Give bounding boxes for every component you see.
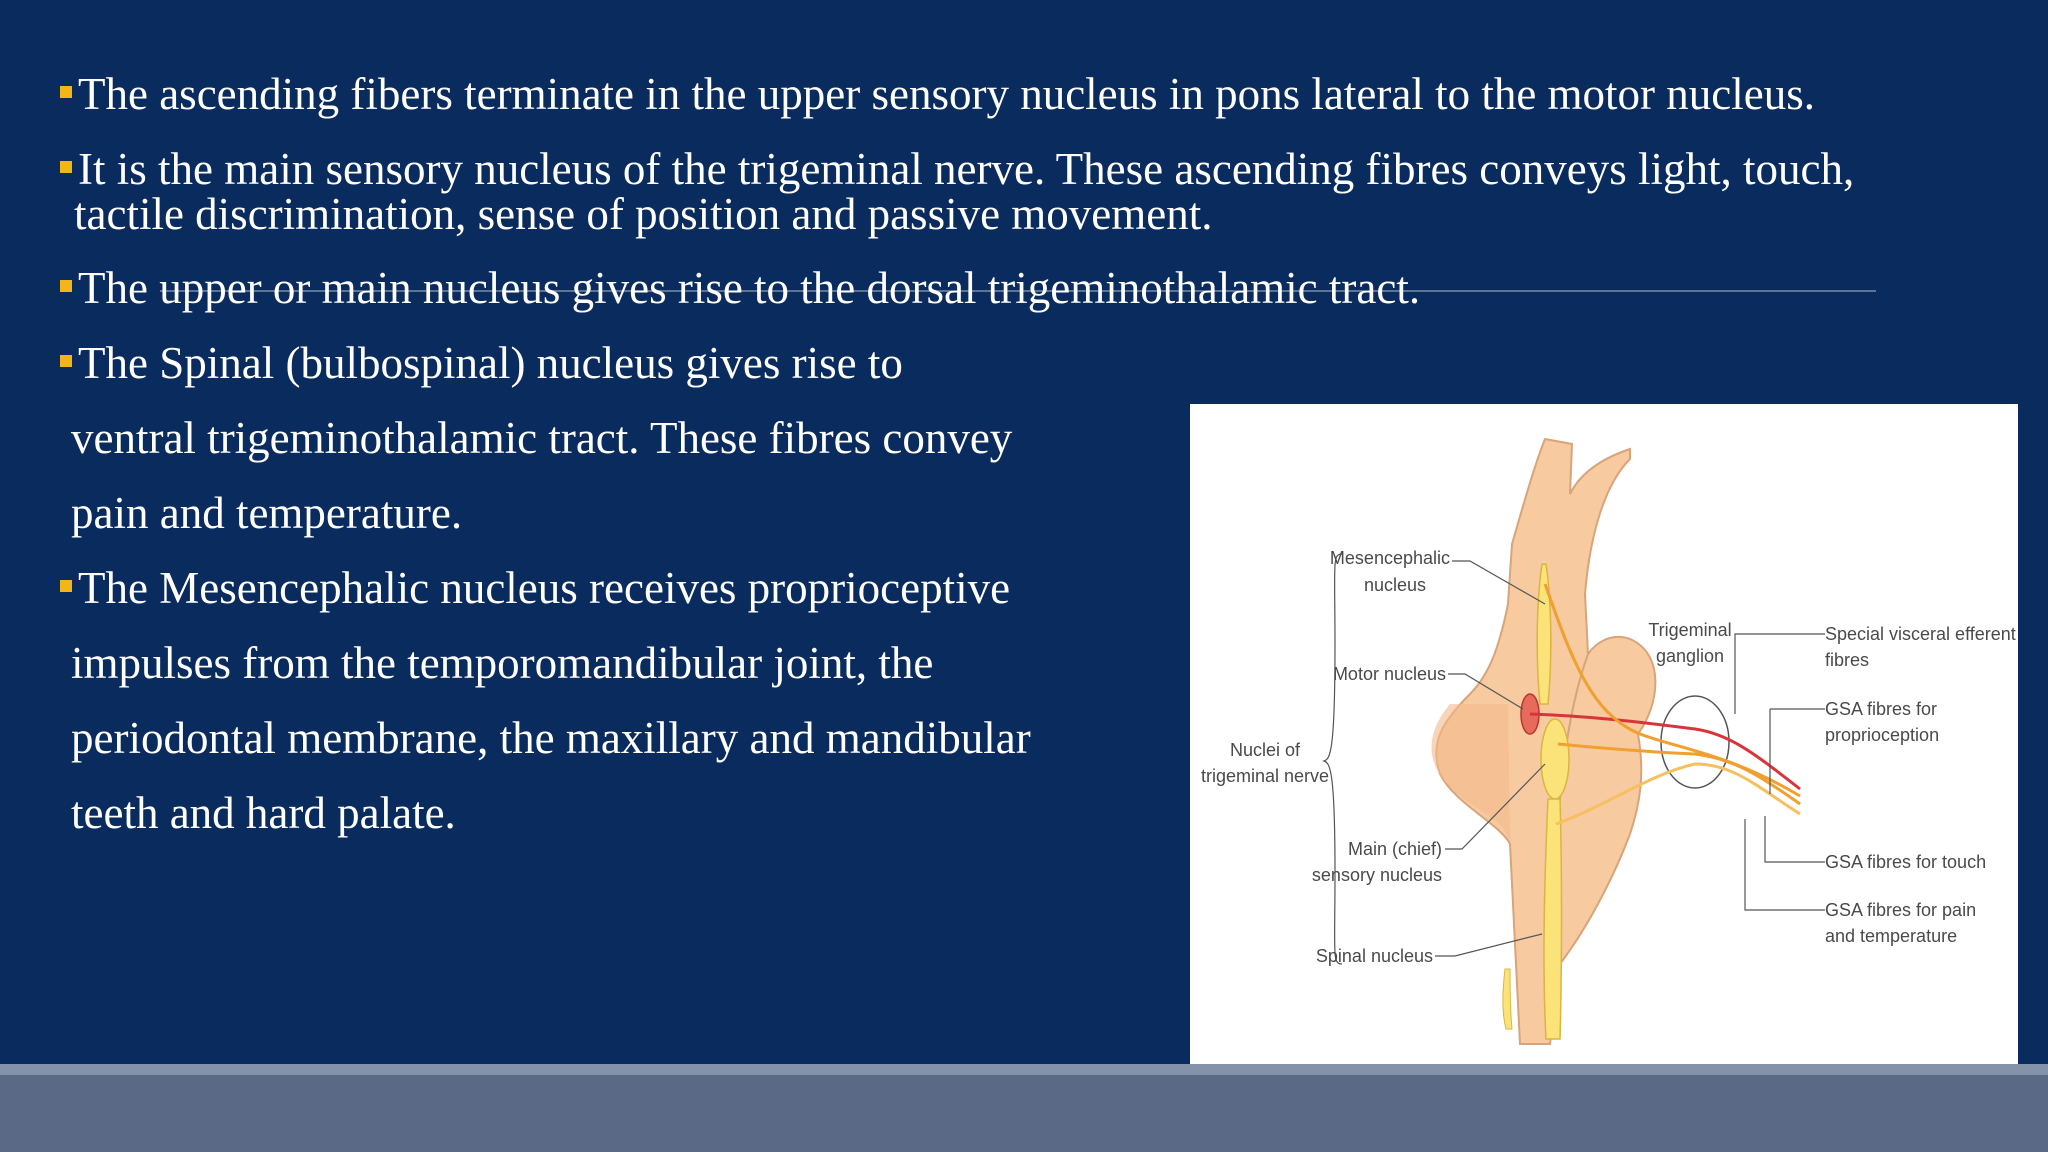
bullet-marker <box>60 161 72 173</box>
leader-gsa-prop <box>1769 708 1825 794</box>
bullet-2: It is the main sensory nucleus of the tr… <box>60 144 1855 194</box>
main-sensory-nucleus-shape <box>1540 718 1570 800</box>
label-gsa-proprioception-2: proprioception <box>1825 725 1939 745</box>
spinal-nucleus-strip <box>1502 968 1513 1030</box>
label-trigeminal-ganglion: Trigeminal <box>1648 620 1731 640</box>
footer-accent-band <box>0 1064 2048 1075</box>
label-nuclei-of: Nuclei of <box>1230 740 1301 760</box>
label-special-visceral-efferent-2: fibres <box>1825 650 1869 670</box>
bullet-4-line-2: ventral trigeminothalamic tract. These f… <box>71 413 1013 463</box>
label-special-visceral-efferent: Special visceral efferent <box>1825 624 2016 644</box>
pain-fibre <box>1555 762 1801 826</box>
label-gsa-proprioception: GSA fibres for <box>1825 699 1937 719</box>
horizontal-rule <box>160 290 1876 292</box>
bullet-marker <box>60 86 72 98</box>
label-mesencephalic-nucleus: Mesencephalic <box>1330 548 1450 568</box>
bullet-2-line-1: It is the main sensory nucleus of the tr… <box>78 144 1855 194</box>
leader-main <box>1445 763 1546 850</box>
leader-gsa-pain <box>1744 819 1825 911</box>
trigeminal-nuclei-figure: Mesencephalic nucleus Motor nucleus Nucl… <box>1190 404 2018 1086</box>
brace <box>1322 553 1343 965</box>
bullet-1-text: The ascending fibers terminate in the up… <box>78 69 1816 119</box>
bullet-5: The Mesencephalic nucleus receives propr… <box>60 563 1011 613</box>
bullet-5-line-2: impulses from the temporomandibular join… <box>71 638 934 688</box>
label-gsa-pain: GSA fibres for pain <box>1825 900 1976 920</box>
label-motor-nucleus: Motor nucleus <box>1333 664 1446 684</box>
label-mesencephalic-nucleus-2: nucleus <box>1364 575 1426 595</box>
leader-spinal <box>1435 933 1543 957</box>
leader-gsa-touch <box>1764 816 1825 863</box>
bullet-marker <box>60 355 72 367</box>
leader-lines <box>1322 553 1825 965</box>
label-trigeminal-nerve: trigeminal nerve <box>1201 766 1329 786</box>
bullet-5-line-4: teeth and hard palate. <box>71 788 456 838</box>
bullet-4: The Spinal (bulbospinal) nucleus gives r… <box>60 338 903 388</box>
bullet-3: The upper or main nucleus gives rise to … <box>60 263 1421 313</box>
motor-fibre <box>1529 712 1801 791</box>
label-spinal-nucleus: Spinal nucleus <box>1316 946 1433 966</box>
leader-motor <box>1448 673 1524 710</box>
bullet-5-line-3: periodontal membrane, the maxillary and … <box>71 713 1031 763</box>
label-trigeminal-ganglion-2: ganglion <box>1656 646 1724 666</box>
label-main-sensory-nucleus-2: sensory nucleus <box>1312 865 1442 885</box>
bullet-3-text: The upper or main nucleus gives rise to … <box>78 263 1421 313</box>
bullet-marker <box>60 580 72 592</box>
bullet-4-line-1: The Spinal (bulbospinal) nucleus gives r… <box>78 338 903 388</box>
bullet-4-line-3: pain and temperature. <box>71 488 463 538</box>
spinal-nucleus-shape <box>1543 798 1563 1040</box>
bullet-1: The ascending fibers terminate in the up… <box>60 69 1816 119</box>
trigeminal-diagram: Mesencephalic nucleus Motor nucleus Nucl… <box>1201 437 2016 1045</box>
trigeminal-ganglion-shape <box>1660 695 1730 789</box>
label-main-sensory-nucleus: Main (chief) <box>1348 839 1442 859</box>
label-gsa-touch: GSA fibres for touch <box>1825 852 1986 872</box>
footer-bar <box>0 1075 2048 1152</box>
label-gsa-pain-2: and temperature <box>1825 926 1957 946</box>
leader-sve <box>1734 633 1825 714</box>
bullet-2-line-2: tactile discrimination, sense of positio… <box>74 189 1213 239</box>
brainstem-lobe <box>1431 704 1510 844</box>
bullet-marker <box>60 280 72 292</box>
leader-mesencephalic <box>1452 560 1546 605</box>
bullet-5-line-1: The Mesencephalic nucleus receives propr… <box>78 563 1011 613</box>
touch-fibre <box>1557 742 1801 806</box>
